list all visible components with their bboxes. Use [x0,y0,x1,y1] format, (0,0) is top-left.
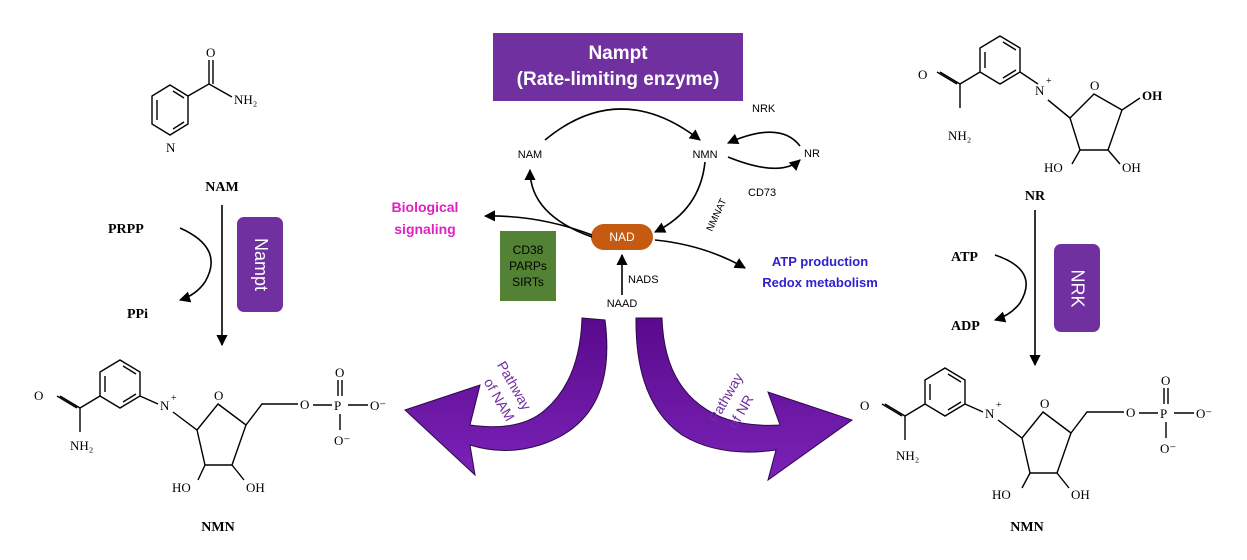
nr-anomeric-oh: OH [1142,88,1162,103]
cycle-nr-label: NR [804,148,820,160]
nam-nitrogen: N [166,140,176,155]
cycle-nam-label: NAM [518,149,542,161]
left-ppi-label: PPi [127,307,148,322]
cycle-naad-label: NAAD [607,298,638,310]
left-nmn-amine: NH₂ [70,438,93,453]
cycle-nmn-label: NMN [692,149,717,161]
nam-pathway-arrow [404,317,608,477]
nr-nplus: N [1035,83,1045,98]
left-nmn-structure: N + O NH₂ O HO OH O P O O⁻ O⁻ [34,359,386,495]
left-nmn-ho: HO [172,480,191,495]
nr-charge: + [1046,76,1052,87]
nr-label: NR [1025,189,1046,204]
right-nmn-ho: HO [992,487,1011,502]
right-nmn-p-o-bottom: O⁻ [1160,441,1176,456]
consumer-sirts: SIRTs [512,275,544,289]
right-nmn-label: NMN [1010,520,1043,535]
nad-to-atp-arrow [654,239,746,269]
nad-to-nam-arrow [524,168,593,238]
nad-consumers-box: CD38 PARPs SIRTs [500,231,556,301]
left-nmn-nplus: N [160,398,170,413]
left-nmn-p-o-right: O⁻ [370,398,386,413]
nad-label: NAD [609,230,635,244]
nad-to-signaling-arrow [483,210,593,236]
left-nmn-phosphorus: P [334,398,341,413]
left-nmn-label: NMN [201,520,234,535]
redox-metabolism-label: Redox metabolism [762,275,878,290]
nampt-rate-limiting-box: Nampt (Rate-limiting enzyme) [493,33,743,101]
right-adp-label: ADP [951,319,980,334]
nmn-to-nad-arrow [653,161,706,233]
right-nmn-p-o-right: O⁻ [1196,406,1212,421]
nam-label: NAM [205,180,238,195]
nr-amide-o: O [918,67,927,82]
cycle-nrk-label: NRK [752,103,776,115]
nr-ho: HO [1044,160,1063,175]
left-prpp-label: PRPP [108,222,144,237]
right-nmn-nplus: N [985,406,995,421]
left-nmn-ring-o: O [214,388,223,403]
cycle-nmnat-label: NMNAT [705,197,730,233]
nr-oh: OH [1122,160,1141,175]
nam-structure: O NH₂ N [151,45,257,155]
nad-node: NAD [591,224,653,250]
nr-amine: NH₂ [948,128,971,143]
left-side-arrow [178,227,212,303]
nr-structure: N + O NH₂ O OH HO OH [918,35,1162,175]
left-nmn-amide-o: O [34,388,43,403]
consumer-cd38: CD38 [512,243,544,257]
nam-to-nmn-arrow [544,108,701,141]
right-nmn-p-o-top: O [1161,373,1170,388]
right-nmn-oh: OH [1071,487,1090,502]
atp-production-label: ATP production [772,254,868,269]
right-nmn-amine: NH₂ [896,448,919,463]
right-enzyme-nrk-box: NRK [1054,244,1100,332]
nmn-to-nr-arrow [727,156,801,171]
right-nmn-charge: + [996,400,1002,411]
signaling-line2: signaling [394,221,455,237]
left-nmn-oh: OH [246,480,265,495]
left-nmn-link-o: O [300,397,309,412]
salvage-cycle [483,108,801,295]
left-nmn-charge: + [171,393,177,404]
nr-pathway-arrow [635,317,854,482]
nam-oxygen: O [206,45,215,60]
right-nmn-ring-o: O [1040,396,1049,411]
cycle-cd73-label: CD73 [748,187,776,199]
left-nmn-p-o-bottom: O⁻ [334,433,350,448]
nampt-subtitle: (Rate-limiting enzyme) [516,69,720,90]
nam-amine: NH₂ [234,92,257,107]
right-atp-label: ATP [951,250,978,265]
right-side-arrow [993,254,1027,323]
right-nmn-amide-o: O [860,398,869,413]
right-nmn-structure: N + O NH₂ O HO OH O P O O⁻ O⁻ [860,367,1212,502]
cycle-nads-label: NADS [628,274,659,286]
right-nmn-link-o: O [1126,405,1135,420]
right-nmn-phosphorus: P [1160,406,1167,421]
signaling-line1: Biological [392,199,459,215]
nr-to-nmn-arrow [726,131,801,147]
consumer-parps: PARPs [509,259,547,273]
left-enzyme-nampt-box: Nampt [237,217,283,312]
nr-ring-o: O [1090,78,1099,93]
nampt-title: Nampt [588,43,648,64]
left-nmn-p-o-top: O [335,365,344,380]
